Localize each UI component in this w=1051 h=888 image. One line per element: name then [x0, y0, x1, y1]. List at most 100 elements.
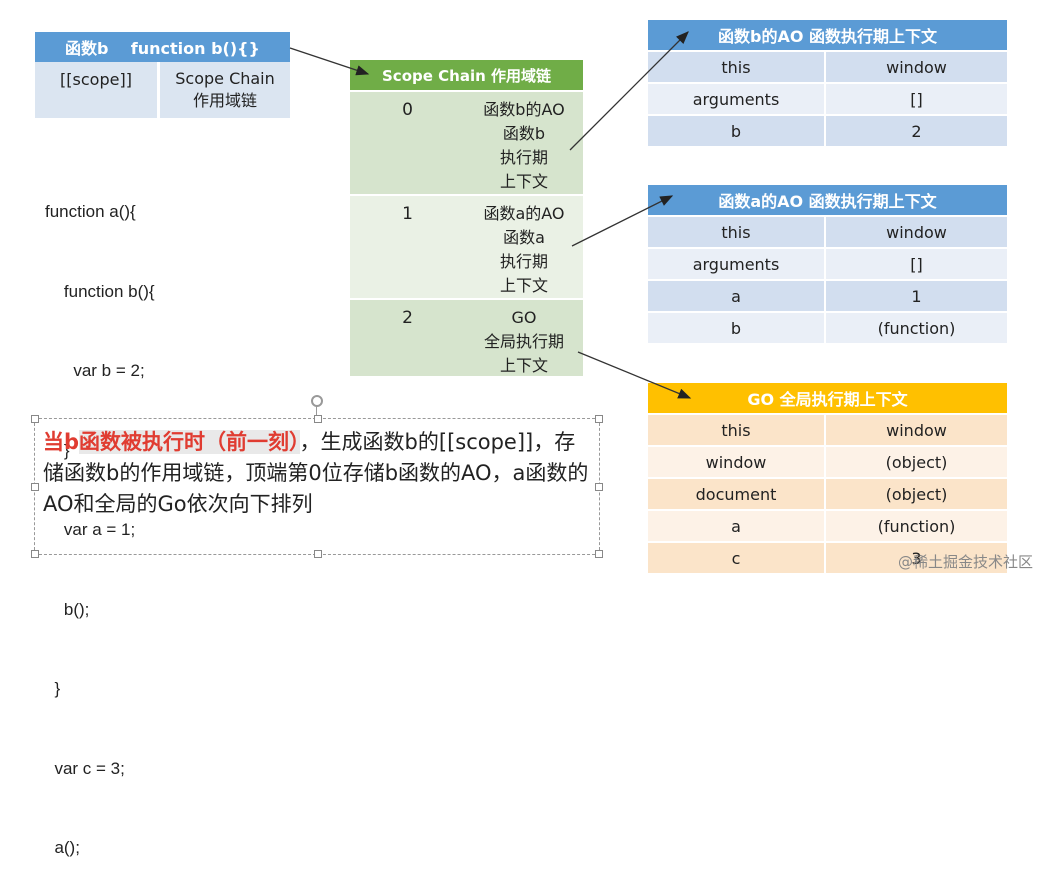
- scope-chain-value: 函数a的AO 函数a 执行期 上下文: [465, 196, 583, 298]
- resize-handle[interactable]: [31, 415, 39, 423]
- go-key: document: [648, 479, 826, 509]
- function-b-header-text: 函数b function b(){}: [65, 39, 260, 58]
- table-row: this window: [648, 415, 1007, 445]
- table-row: arguments []: [648, 84, 1007, 114]
- scope-chain-value: 函数b的AO 函数b 执行期 上下文: [465, 92, 583, 194]
- rotate-handle-stem: [316, 406, 317, 418]
- ao-value: []: [910, 254, 923, 274]
- scope-chain-header-text: Scope Chain 作用域链: [382, 66, 551, 85]
- code-line: a();: [45, 838, 80, 857]
- code-line: var c = 3;: [45, 758, 125, 778]
- ao-key: a: [648, 281, 826, 311]
- note-text: 当b函数被执行时（前一刻），生成函数b的[[scope]]，存储函数b的作用域链…: [43, 427, 593, 520]
- scope-chain-value-line: 上下文: [499, 172, 548, 191]
- code-line: }: [45, 440, 70, 460]
- ao-value: window: [886, 57, 947, 77]
- table-row: document (object): [648, 479, 1007, 509]
- arrow-row2-to-go: [577, 351, 692, 399]
- resize-handle[interactable]: [314, 415, 322, 423]
- go-value: (function): [877, 516, 956, 536]
- note-highlight-b: 函数被执行时（前一刻）: [79, 430, 300, 454]
- ao-key: b: [648, 116, 826, 146]
- scope-chain-index: 1: [402, 204, 413, 224]
- code-line: }: [45, 679, 61, 698]
- code-line: var a = 1;: [45, 520, 136, 539]
- go-value: (object): [885, 452, 948, 472]
- ao-key: this: [648, 217, 826, 247]
- scope-chain-value-line: 执行期: [499, 252, 548, 271]
- scope-chain-value: GO 全局执行期 上下文: [465, 300, 583, 376]
- table-row: c 3: [648, 543, 1007, 573]
- go-value: 3: [911, 548, 922, 568]
- scope-chain-index: 2: [402, 308, 413, 328]
- watermark: @稀土掘金技术社区: [897, 553, 1033, 571]
- scope-chain-index: 0: [402, 100, 413, 120]
- ao-b-table: 函数b的AO 函数执行期上下文 this window arguments []…: [648, 20, 1007, 146]
- scope-chain-header: Scope Chain 作用域链: [350, 60, 583, 90]
- note-textbox[interactable]: 当b函数被执行时（前一刻），生成函数b的[[scope]]，存储函数b的作用域链…: [31, 415, 603, 558]
- rotate-handle[interactable]: [311, 395, 323, 407]
- resize-handle[interactable]: [595, 483, 603, 491]
- note-highlight-a: 当b: [43, 430, 80, 454]
- go-value: (object): [885, 484, 948, 504]
- ao-key: arguments: [648, 249, 826, 279]
- scope-chain-value-line: 执行期: [499, 148, 548, 167]
- ao-value: 2: [911, 121, 922, 141]
- ao-value: window: [886, 222, 947, 242]
- scope-chain-value-line: 上下文: [499, 276, 548, 295]
- code-line: var b = 2;: [45, 361, 145, 380]
- resize-handle[interactable]: [31, 550, 39, 558]
- table-row: a (function): [648, 511, 1007, 541]
- arrow-row0-to-ao-b: [569, 31, 689, 151]
- function-b-header: 函数b function b(){}: [35, 32, 290, 62]
- scope-slot-label: [[scope]]: [35, 62, 160, 118]
- go-key: a: [648, 511, 826, 541]
- scope-chain-value-line: 全局执行期: [483, 332, 564, 351]
- scope-chain-label-en: Scope Chain: [175, 69, 275, 88]
- resize-handle[interactable]: [595, 550, 603, 558]
- connector-arrows: [289, 31, 692, 399]
- scope-chain-value-line: 函数a: [503, 228, 545, 247]
- ao-value: (function): [877, 318, 956, 338]
- scope-chain-value-line: 函数b的AO: [483, 100, 565, 119]
- table-row: a 1: [648, 281, 1007, 311]
- resize-handle[interactable]: [31, 483, 39, 491]
- go-value: window: [886, 420, 947, 440]
- arrow-function-b-to-scope-chain: [289, 47, 370, 76]
- scope-chain-value-line: 函数b: [502, 124, 546, 143]
- note-rest: ，生成函数b的[[scope]]，存储函数b的作用域链，顶端第0位存储b函数的A…: [43, 430, 589, 516]
- scope-chain-label: Scope Chain 作用域链: [160, 62, 290, 118]
- ao-key: this: [648, 52, 826, 82]
- go-table: GO 全局执行期上下文 this window window (object) …: [648, 383, 1007, 573]
- function-b-scope-row: [[scope]] Scope Chain 作用域链: [35, 62, 290, 118]
- scope-chain-row-1: 1 函数a的AO 函数a 执行期 上下文: [350, 196, 583, 298]
- scope-chain-value-line: GO: [511, 308, 537, 327]
- table-row: arguments []: [648, 249, 1007, 279]
- table-row: this window: [648, 217, 1007, 247]
- ao-key: arguments: [648, 84, 826, 114]
- scope-chain-value-line: 上下文: [499, 356, 548, 375]
- go-key: this: [648, 415, 826, 445]
- scope-chain-row-2: 2 GO 全局执行期 上下文: [350, 300, 583, 376]
- ao-a-table: 函数a的AO 函数执行期上下文 this window arguments []…: [648, 185, 1007, 343]
- ao-a-header: 函数a的AO 函数执行期上下文: [648, 185, 1007, 215]
- ao-b-header: 函数b的AO 函数执行期上下文: [648, 20, 1007, 50]
- table-row: window (object): [648, 447, 1007, 477]
- go-key: c: [648, 543, 826, 573]
- code-line: function b(){: [45, 281, 155, 301]
- arrow-row1-to-ao-a: [571, 195, 674, 247]
- table-row: b (function): [648, 313, 1007, 343]
- table-row: b 2: [648, 116, 1007, 146]
- ao-key: b: [648, 313, 826, 343]
- go-key: window: [648, 447, 826, 477]
- resize-handle[interactable]: [595, 415, 603, 423]
- resize-handle[interactable]: [314, 550, 322, 558]
- ao-value: []: [910, 89, 923, 109]
- table-row: this window: [648, 52, 1007, 82]
- scope-chain-row-0: 0 函数b的AO 函数b 执行期 上下文: [350, 92, 583, 194]
- code-line: function a(){: [45, 202, 136, 221]
- ao-value: 1: [911, 286, 922, 306]
- code-line: b();: [45, 599, 90, 619]
- scope-chain-value-line: 函数a的AO: [483, 204, 565, 223]
- scope-chain-label-zh: 作用域链: [192, 91, 257, 110]
